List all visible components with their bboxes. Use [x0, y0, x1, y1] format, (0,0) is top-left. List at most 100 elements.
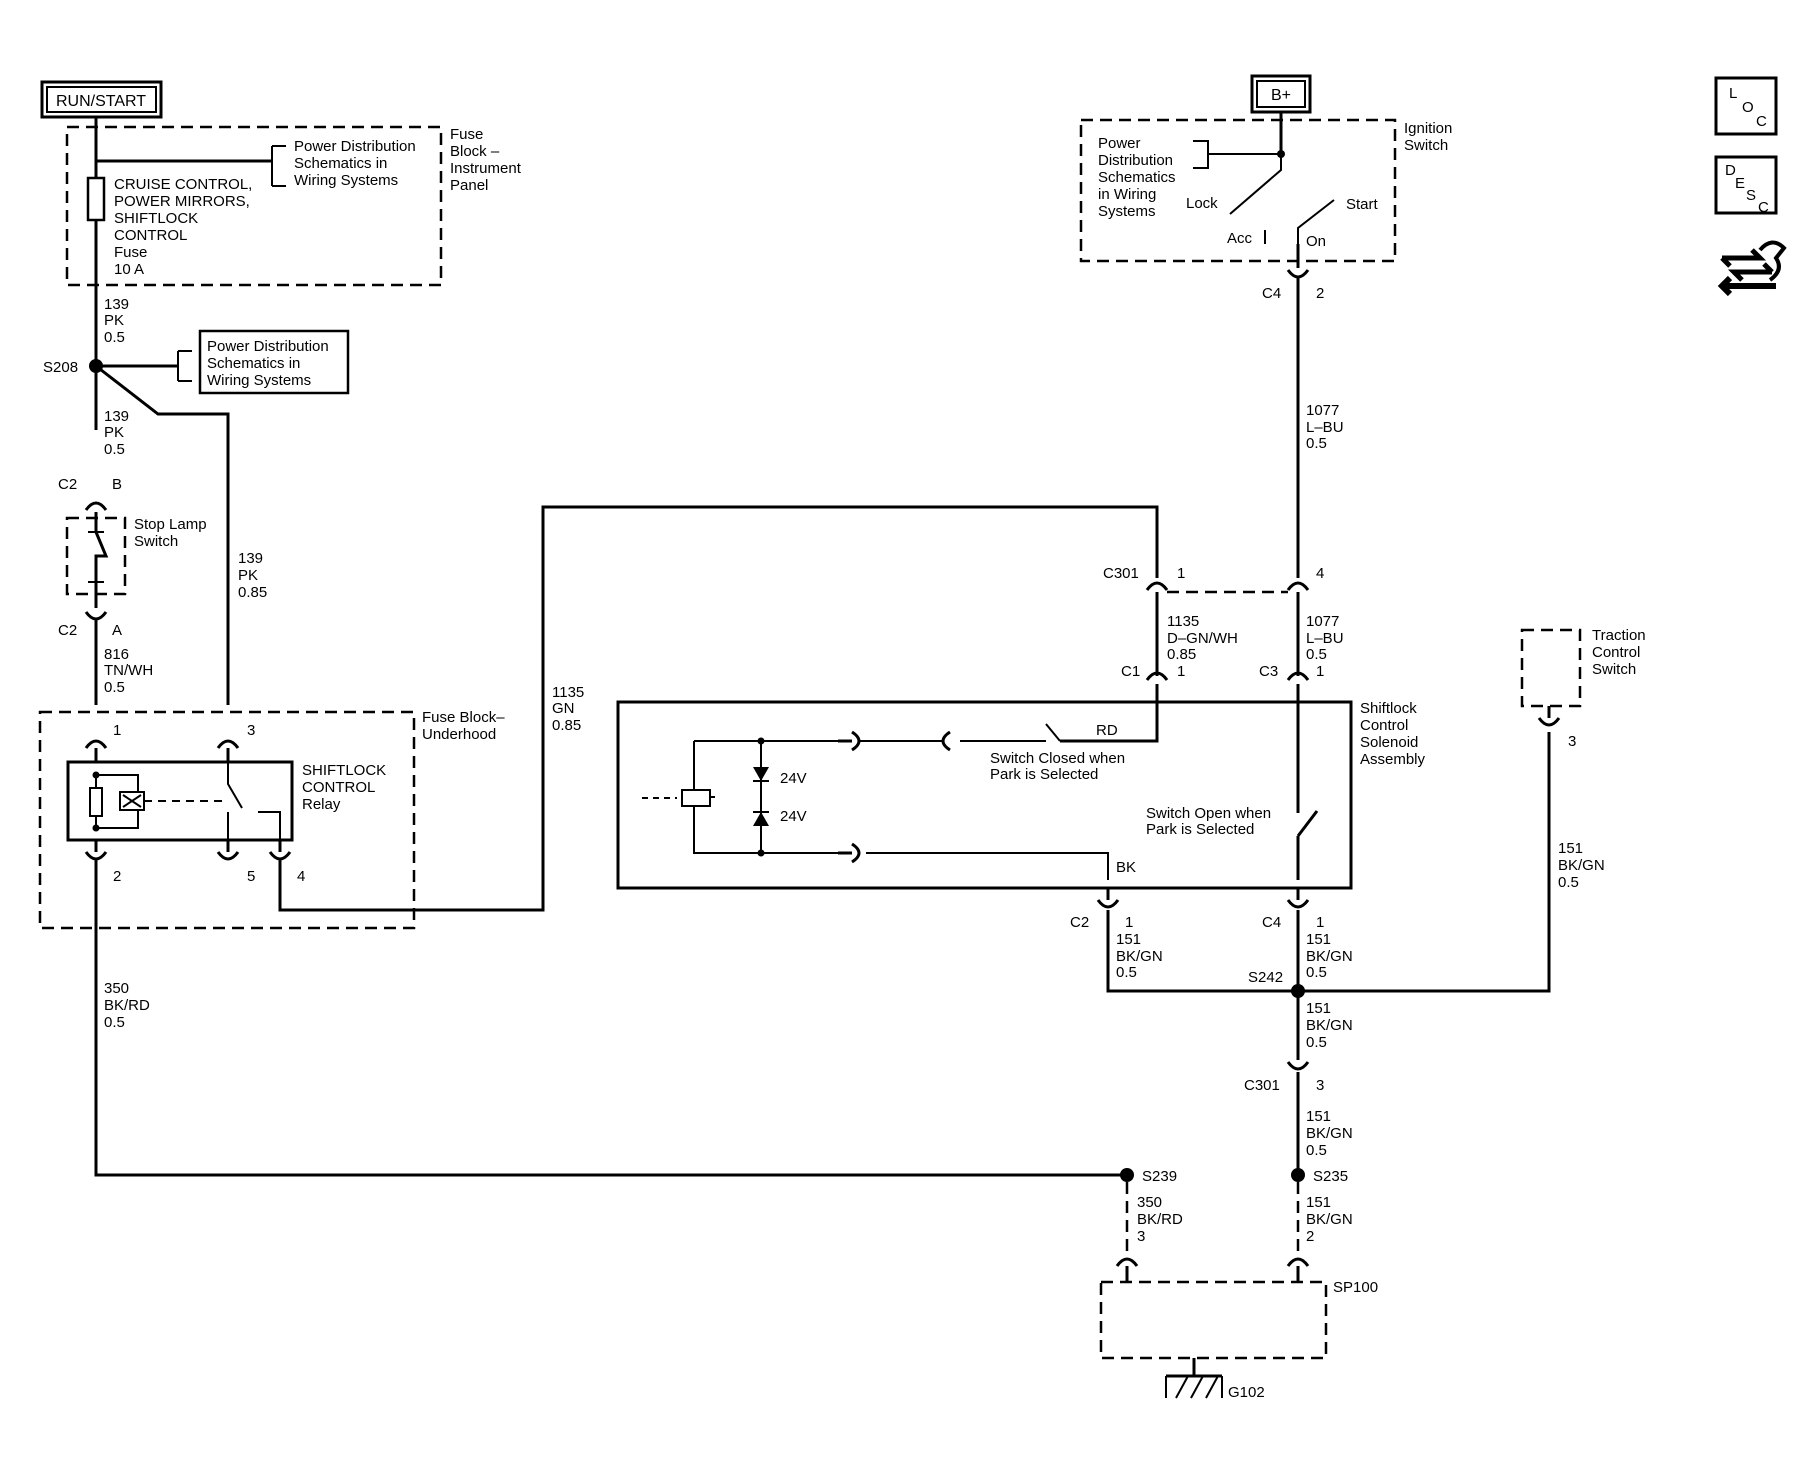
diode-2-label: 24V [780, 808, 807, 825]
wire-151-label-b: 151 BK/GN 0.5 [1306, 931, 1357, 981]
splice-pack-sp100: SP100 [1099, 1279, 1378, 1360]
conn-c4-2-label: C4 [1262, 285, 1281, 302]
relay-pin-4: 4 [297, 868, 305, 885]
splice-s235-label: S235 [1313, 1168, 1348, 1185]
bplus-label: B+ [1271, 87, 1291, 104]
wire-151-label-a: 151 BK/GN 0.5 [1116, 931, 1167, 981]
conn-c2b-pin: B [112, 476, 122, 493]
wire-151-label-c: 151 BK/GN 0.5 [1558, 840, 1609, 891]
wire-151-label-d: 151 BK/GN 0.5 [1306, 1000, 1357, 1051]
relay-pin-2: 2 [113, 868, 121, 885]
wire-1135-label-a: 1135 GN 0.85 [552, 684, 588, 734]
relay-resistor-icon [89, 787, 103, 817]
ground-label: G102 [1228, 1384, 1265, 1401]
splice-s242 [1291, 984, 1305, 998]
solenoid-coil-icon [681, 789, 711, 807]
svg-text:Stop Lamp Switch: Stop Lamp Switch [134, 516, 211, 550]
switch-closed-note: Switch Closed when Park is Selected [990, 750, 1129, 783]
conn-c1-pin: 1 [1177, 663, 1185, 680]
relay-pin-1: 1 [113, 722, 121, 739]
traction-pin: 3 [1568, 733, 1576, 750]
ignition-acc-label: Acc [1227, 230, 1253, 247]
fuse-block-ip-label: Fuse Block – Instrument Panel [450, 126, 525, 194]
relay-pin-3: 3 [247, 722, 255, 739]
wire-350-label-b: 350 BK/RD 3 [1137, 1194, 1187, 1245]
svg-text:SHIFTLOCK CONTROL: SHIFTLOCK CONTROL Relay [302, 762, 390, 813]
ignition-start-label: Start [1346, 196, 1379, 213]
splice-s208-label: S208 [43, 359, 78, 376]
fuse-label: CRUISE CONTROL, POWER MIRRORS, SHIFTLOCK… [114, 176, 257, 278]
switch-open-note: Switch Open when Park is Selected [1146, 805, 1275, 838]
stop-lamp-switch: Stop Lamp Switch [65, 512, 211, 596]
conn-c4-1-pin: 1 [1316, 914, 1324, 931]
splice-s239-label: S239 [1142, 1168, 1177, 1185]
svg-text:D: D [1725, 162, 1736, 179]
conn-c4-2-pin: 2 [1316, 285, 1324, 302]
ignition-on-label: On [1306, 233, 1326, 250]
shiftlock-solenoid-assembly: Shiftlock Control Solenoid Assembly RD S… [616, 684, 1426, 890]
conn-c301-3-pin: 3 [1316, 1077, 1324, 1094]
run-start-source: RUN/START [40, 80, 163, 119]
svg-text:Fuse Block– Underhood: Fuse Block– Underhood [422, 709, 509, 743]
splice-s239 [1120, 1168, 1134, 1182]
loc-nav-button[interactable]: L O C [1714, 76, 1778, 136]
svg-text:L: L [1729, 85, 1737, 102]
conn-c4-1-label: C4 [1262, 914, 1281, 931]
wire-1077-label-a: 1077 L–BU 0.5 [1306, 402, 1348, 452]
fuse-block-underhood: Fuse Block– Underhood [38, 709, 509, 930]
svg-text:C: C [1758, 199, 1769, 216]
svg-text:Shiftlock Control: Shiftlock Control Solenoid Assembly [1360, 700, 1426, 768]
diode-1-label: 24V [780, 770, 807, 787]
solenoid-bk-label: BK [1116, 859, 1136, 876]
svg-text:C: C [1756, 113, 1767, 130]
svg-text:S: S [1746, 187, 1756, 204]
conn-c3-label: C3 [1259, 663, 1278, 680]
shiftlock-control-relay: SHIFTLOCK CONTROL Relay [66, 760, 390, 842]
sp100-label: SP100 [1333, 1279, 1378, 1296]
svg-text:Power Distribution Schem: Power Distribution Schematics in Wiring … [207, 338, 333, 389]
splice-s242-label: S242 [1248, 969, 1283, 986]
conn-c1-label: C1 [1121, 663, 1140, 680]
wire-151-label-e: 151 BK/GN 0.5 [1306, 1108, 1357, 1159]
traction-control-switch: Traction Control Switch 3 [1520, 627, 1650, 750]
svg-text:Ignition Switch: Ignition Switch [1404, 120, 1457, 154]
relay-pin-5: 5 [247, 868, 255, 885]
ignition-lock-label: Lock [1186, 195, 1218, 212]
desc-nav-button[interactable]: D E S C [1714, 155, 1778, 216]
conn-c3-pin: 1 [1316, 663, 1324, 680]
svg-text:Traction Control S: Traction Control Switch [1592, 627, 1650, 678]
solenoid-rd-label: RD [1096, 722, 1118, 739]
conn-c301-4-pin: 4 [1316, 565, 1324, 582]
wire-139-label-c: 139 PK 0.85 [238, 550, 267, 601]
svg-text:Power Distribution: Power Distribution Schematics in Wiring … [1098, 135, 1180, 220]
ignition-switch: Ignition Switch Power Distribution Schem… [1079, 118, 1457, 263]
fuse-icon [86, 176, 106, 222]
pds-box: Power Distribution Schematics in Wiring … [198, 329, 350, 395]
connector-c2b-icon [84, 501, 108, 511]
wire-139-label-b: 139 PK 0.5 [104, 408, 133, 458]
conn-c301-3-label: C301 [1244, 1077, 1280, 1094]
diode-icon-2 [753, 812, 769, 826]
diode-icon-1 [753, 767, 769, 781]
conn-c301-1-label: C301 [1103, 565, 1139, 582]
run-start-label: RUN/START [56, 93, 146, 110]
wire-816-label: 816 TN/WH 0.5 [104, 646, 157, 696]
svg-text:O: O [1742, 99, 1754, 116]
wire-1077-label-b: 1077 L–BU 0.5 [1306, 613, 1348, 663]
wire-1135-label-b: 1135 D–GN/WH 0.85 [1167, 613, 1242, 663]
fuse-block-ip-pds-ref: Power Distribution Schematics in Wiring … [294, 138, 420, 189]
conn-c2-1-pin: 1 [1125, 914, 1133, 931]
svg-text:E: E [1735, 175, 1745, 192]
bplus-source: B+ [1250, 74, 1312, 114]
wire-151-label-f: 151 BK/GN 2 [1306, 1194, 1357, 1245]
conn-c2b-label: C2 [58, 476, 77, 493]
service-tool-icon[interactable] [1717, 240, 1787, 297]
ground-g102: G102 [1165, 1358, 1265, 1401]
conn-c2-1-label: C2 [1070, 914, 1089, 931]
connector-c2a-icon [84, 611, 108, 621]
conn-c2a-pin: A [112, 622, 122, 639]
ground-icon [1165, 1375, 1223, 1399]
conn-c301-1-pin: 1 [1177, 565, 1185, 582]
wire-139-label-a: 139 PK 0.5 [104, 296, 133, 346]
